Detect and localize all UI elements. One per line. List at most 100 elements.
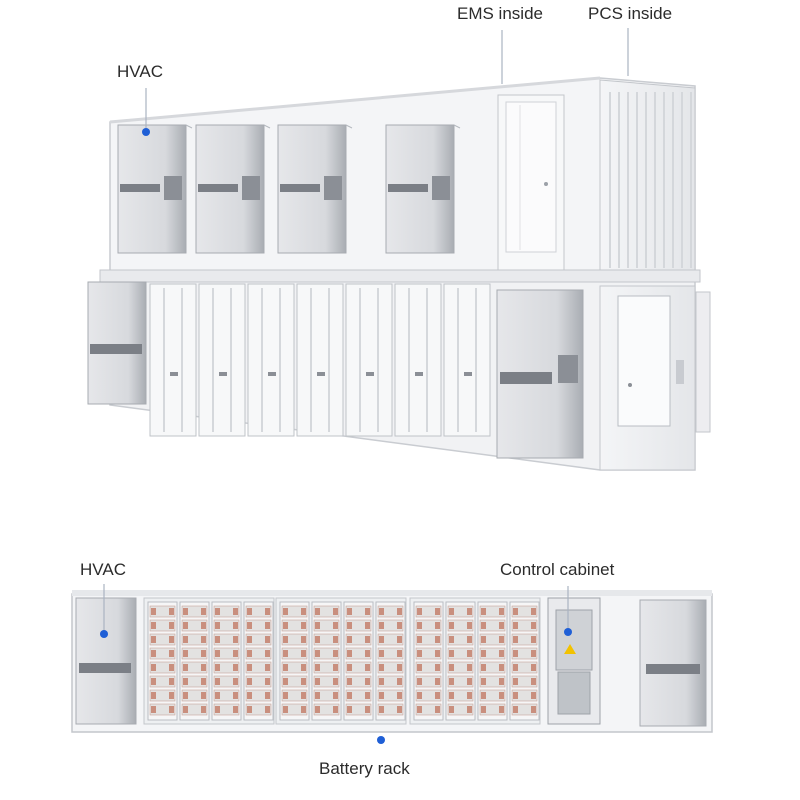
battery-terminal — [365, 608, 370, 615]
battery-terminal — [379, 692, 384, 699]
battery-terminal — [183, 664, 188, 671]
hvac-vent — [198, 184, 238, 192]
battery-module — [245, 675, 272, 688]
battery-module — [377, 661, 404, 674]
battery-module — [415, 675, 442, 688]
hvac-vent — [388, 184, 428, 192]
battery-rack — [179, 601, 210, 721]
pcs-side-panel — [609, 92, 692, 268]
battery-terminal — [435, 650, 440, 657]
battery-terminal — [531, 706, 536, 713]
battery-module — [447, 605, 474, 618]
battery-module — [447, 689, 474, 702]
battery-module — [377, 689, 404, 702]
battery-terminal — [169, 664, 174, 671]
battery-terminal — [265, 678, 270, 685]
battery-terminal — [301, 650, 306, 657]
battery-module — [377, 619, 404, 632]
battery-terminal — [201, 622, 206, 629]
hvac-front-unit — [496, 289, 584, 459]
battery-rack — [445, 601, 476, 721]
battery-terminal — [233, 692, 238, 699]
battery-terminal — [151, 650, 156, 657]
battery-terminal — [169, 622, 174, 629]
battery-terminal — [449, 692, 454, 699]
battery-terminal — [233, 678, 238, 685]
battery-terminal — [513, 622, 518, 629]
battery-module — [181, 661, 208, 674]
battery-terminal — [151, 706, 156, 713]
battery-terminal — [531, 692, 536, 699]
battery-terminal — [499, 636, 504, 643]
battery-terminal — [215, 664, 220, 671]
battery-terminal — [397, 650, 402, 657]
door-panel — [198, 283, 246, 437]
battery-terminal — [365, 650, 370, 657]
battery-terminal — [379, 678, 384, 685]
hvac-edge — [185, 124, 193, 129]
battery-door — [247, 283, 295, 437]
battery-terminal — [417, 692, 422, 699]
battery-terminal — [283, 608, 288, 615]
battery-terminal — [301, 608, 306, 615]
battery-module — [245, 647, 272, 660]
battery-module — [313, 661, 340, 674]
battery-terminal — [151, 608, 156, 615]
battery-module — [479, 703, 506, 716]
battery-terminal — [481, 650, 486, 657]
battery-terminal — [233, 636, 238, 643]
battery-terminal — [365, 678, 370, 685]
battery-module — [245, 605, 272, 618]
battery-module — [415, 689, 442, 702]
label-ems: EMS inside — [457, 4, 543, 23]
battery-module — [213, 675, 240, 688]
battery-rack — [311, 601, 342, 721]
battery-terminal — [467, 678, 472, 685]
battery-terminal — [417, 608, 422, 615]
battery-terminal — [301, 664, 306, 671]
battery-module — [479, 647, 506, 660]
battery-terminal — [315, 650, 320, 657]
battery-module — [313, 619, 340, 632]
battery-terminal — [283, 692, 288, 699]
battery-terminal — [531, 664, 536, 671]
battery-terminal — [215, 706, 220, 713]
battery-terminal — [467, 608, 472, 615]
battery-terminal — [481, 692, 486, 699]
battery-rack — [509, 601, 540, 721]
battery-terminal — [183, 622, 188, 629]
battery-module — [345, 619, 372, 632]
hvac-unit-upper — [117, 124, 193, 254]
battery-module — [213, 689, 240, 702]
battery-terminal — [301, 622, 306, 629]
battery-module — [313, 647, 340, 660]
battery-terminal — [183, 692, 188, 699]
battery-terminal — [215, 608, 220, 615]
battery-terminal — [513, 706, 518, 713]
battery-terminal — [365, 622, 370, 629]
label-pcs: PCS inside — [588, 4, 673, 23]
battery-rack — [147, 601, 178, 721]
battery-terminal — [435, 664, 440, 671]
battery-terminal — [449, 678, 454, 685]
battery-rack — [279, 601, 310, 721]
battery-terminal — [183, 678, 188, 685]
battery-terminal — [397, 636, 402, 643]
battery-terminal — [347, 706, 352, 713]
battery-module — [345, 633, 372, 646]
battery-terminal — [417, 706, 422, 713]
battery-terminal — [347, 608, 352, 615]
battery-terminal — [397, 608, 402, 615]
battery-module — [345, 647, 372, 660]
battery-terminal — [531, 678, 536, 685]
battery-terminal — [183, 636, 188, 643]
battery-terminal — [233, 706, 238, 713]
battery-module — [447, 703, 474, 716]
hvac-edge — [263, 124, 271, 129]
hvac-units-upper — [117, 124, 461, 254]
battery-module — [345, 605, 372, 618]
warning-icon — [564, 644, 576, 654]
door-handle — [464, 372, 472, 376]
battery-terminal — [169, 692, 174, 699]
battery-terminal — [417, 650, 422, 657]
